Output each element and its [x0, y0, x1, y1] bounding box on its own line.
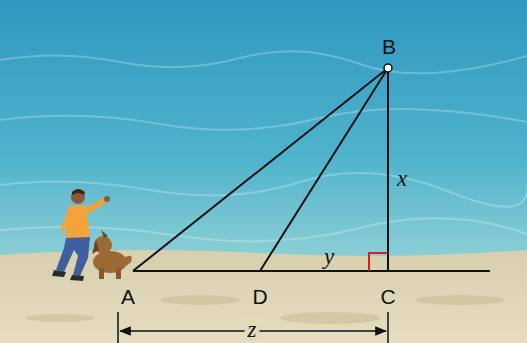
length-label: x [397, 167, 407, 190]
point-label: B [382, 36, 396, 57]
sea [0, 0, 527, 262]
point-b-dot [384, 64, 392, 72]
point-label: D [252, 286, 267, 307]
triangle-lines [133, 68, 490, 271]
length-label: z [245, 317, 260, 340]
point-label: C [380, 286, 395, 307]
point-label: A [121, 286, 135, 307]
dimension-z [118, 312, 388, 343]
dog-figure [92, 230, 132, 279]
waves [0, 51, 527, 241]
length-label: y [324, 245, 334, 268]
right-angle-mark [369, 253, 388, 271]
